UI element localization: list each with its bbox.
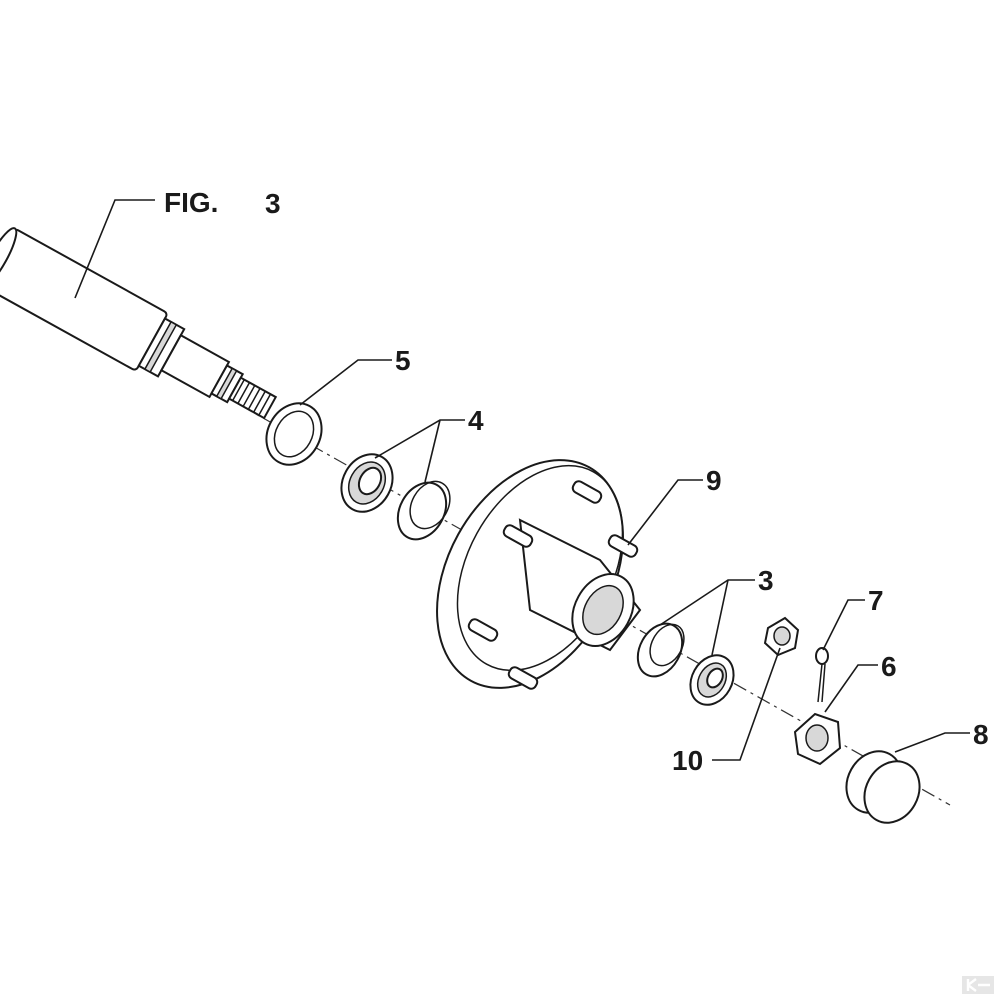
- callout-4: 4: [468, 405, 484, 436]
- leader-10: [712, 647, 781, 761]
- stud-icon: [467, 480, 639, 690]
- bearing-cup-icon: [396, 480, 451, 541]
- leader-8: [894, 732, 970, 753]
- castle-nut-icon: [793, 712, 842, 766]
- hex-nut-icon: [763, 616, 800, 657]
- leader-7: [822, 599, 865, 651]
- cotter-pin-icon: [815, 647, 829, 703]
- figure-label-number: 3: [265, 188, 281, 219]
- leader-4: [374, 419, 465, 459]
- leader-6: [824, 664, 878, 713]
- leader-4b: [424, 419, 441, 483]
- dust-cap-icon: [845, 750, 921, 824]
- callout-5: 5: [395, 345, 411, 376]
- callout-10: 10: [672, 745, 703, 776]
- axle-spindle-icon: [0, 227, 278, 420]
- bearing-cone-icon: [340, 453, 394, 513]
- callout-7: 7: [868, 585, 884, 616]
- leader-9: [627, 479, 703, 546]
- callout-6: 6: [881, 651, 897, 682]
- leader-3b: [711, 579, 729, 656]
- figure-label-prefix: FIG.: [164, 187, 218, 218]
- corner-logo-icon: [962, 976, 994, 994]
- callout-8: 8: [973, 719, 989, 750]
- leader-fig: [74, 199, 155, 299]
- bearing-cone-icon: [689, 654, 735, 706]
- callout-3: 3: [758, 565, 774, 596]
- washer-icon: [265, 402, 323, 466]
- leader-5: [299, 359, 392, 406]
- bearing-cup-icon: [636, 622, 685, 678]
- leader-lines: [74, 199, 970, 761]
- callout-9: 9: [706, 465, 722, 496]
- leader-3: [659, 579, 755, 626]
